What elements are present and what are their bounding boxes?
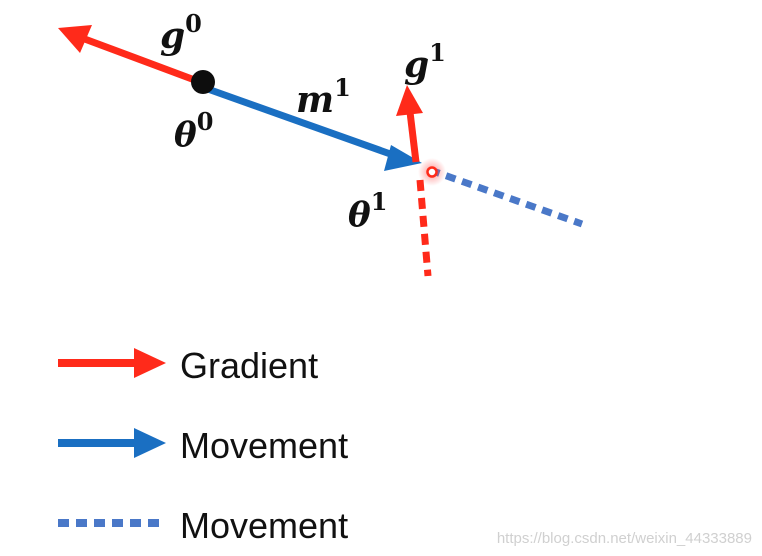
- legend-item-movement-dotted: Movement: [58, 505, 348, 546]
- label-m1: m1: [296, 73, 351, 121]
- dotted-gradient-line: [416, 179, 432, 277]
- legend-label-gradient: Gradient: [180, 345, 318, 386]
- legend-label-movement: Movement: [180, 425, 348, 466]
- theta1-point: [418, 158, 446, 186]
- legend-label-movement-dotted: Movement: [180, 505, 348, 546]
- legend-item-movement: Movement: [58, 425, 348, 466]
- dotted-movement-line: [428, 166, 584, 228]
- movement-arrow-m1: [203, 84, 422, 171]
- gradient-arrow-g1: [396, 85, 423, 163]
- legend-item-gradient: Gradient: [58, 345, 318, 386]
- watermark-text: https://blog.csdn.net/weixin_44333889: [497, 530, 752, 547]
- legend: Gradient Movement Movement: [58, 345, 348, 546]
- label-theta0: θ0: [174, 107, 213, 155]
- label-theta1: θ1: [348, 187, 387, 235]
- label-g1: g1: [404, 38, 446, 86]
- gradient-arrow-g0: [58, 25, 202, 86]
- label-g0: g0: [160, 9, 202, 57]
- theta0-point: [191, 70, 215, 94]
